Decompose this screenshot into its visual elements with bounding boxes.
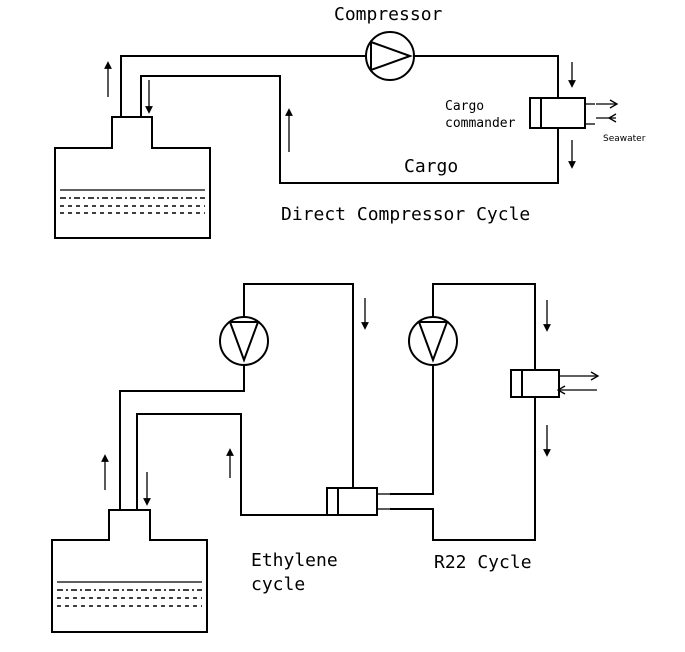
ethylene-label-line1: Ethylene <box>251 550 338 571</box>
r22-label: R22 Cycle <box>434 552 532 573</box>
commander-label-line2: commander <box>445 116 516 131</box>
cargo-tank-top <box>54 116 211 239</box>
cascade-cycle: Ethylene cycle R22 Cycle <box>51 283 600 633</box>
vapour-line <box>120 55 365 117</box>
r22-suction-line <box>390 365 434 495</box>
ethylene-compressor <box>219 316 269 366</box>
ethylene-return-line <box>136 413 327 516</box>
direct-compressor-cycle: Compressor Cargo commander Cargo Seawate… <box>54 4 646 239</box>
cascade-condenser <box>326 487 390 516</box>
r22-return-line <box>390 397 536 541</box>
discharge-line <box>415 55 559 98</box>
cargo-label: Cargo <box>404 156 458 177</box>
cargo-condenser <box>529 97 619 129</box>
ethylene-discharge-line <box>243 283 354 488</box>
compressor-label: Compressor <box>334 4 443 25</box>
commander-label-line1: Cargo <box>445 99 484 114</box>
condensate-return-line <box>140 75 559 184</box>
direct-cycle-title: Direct Compressor Cycle <box>281 204 530 225</box>
ethylene-label-line2: cycle <box>251 574 305 595</box>
r22-compressor <box>408 316 458 366</box>
ethylene-vapour-line <box>119 365 245 510</box>
seawater-label: Seawater <box>603 134 646 144</box>
cargo-tank-bottom <box>51 509 208 633</box>
r22-discharge-line <box>432 283 536 370</box>
r22-condenser <box>510 369 600 398</box>
compressor-top <box>365 31 415 81</box>
